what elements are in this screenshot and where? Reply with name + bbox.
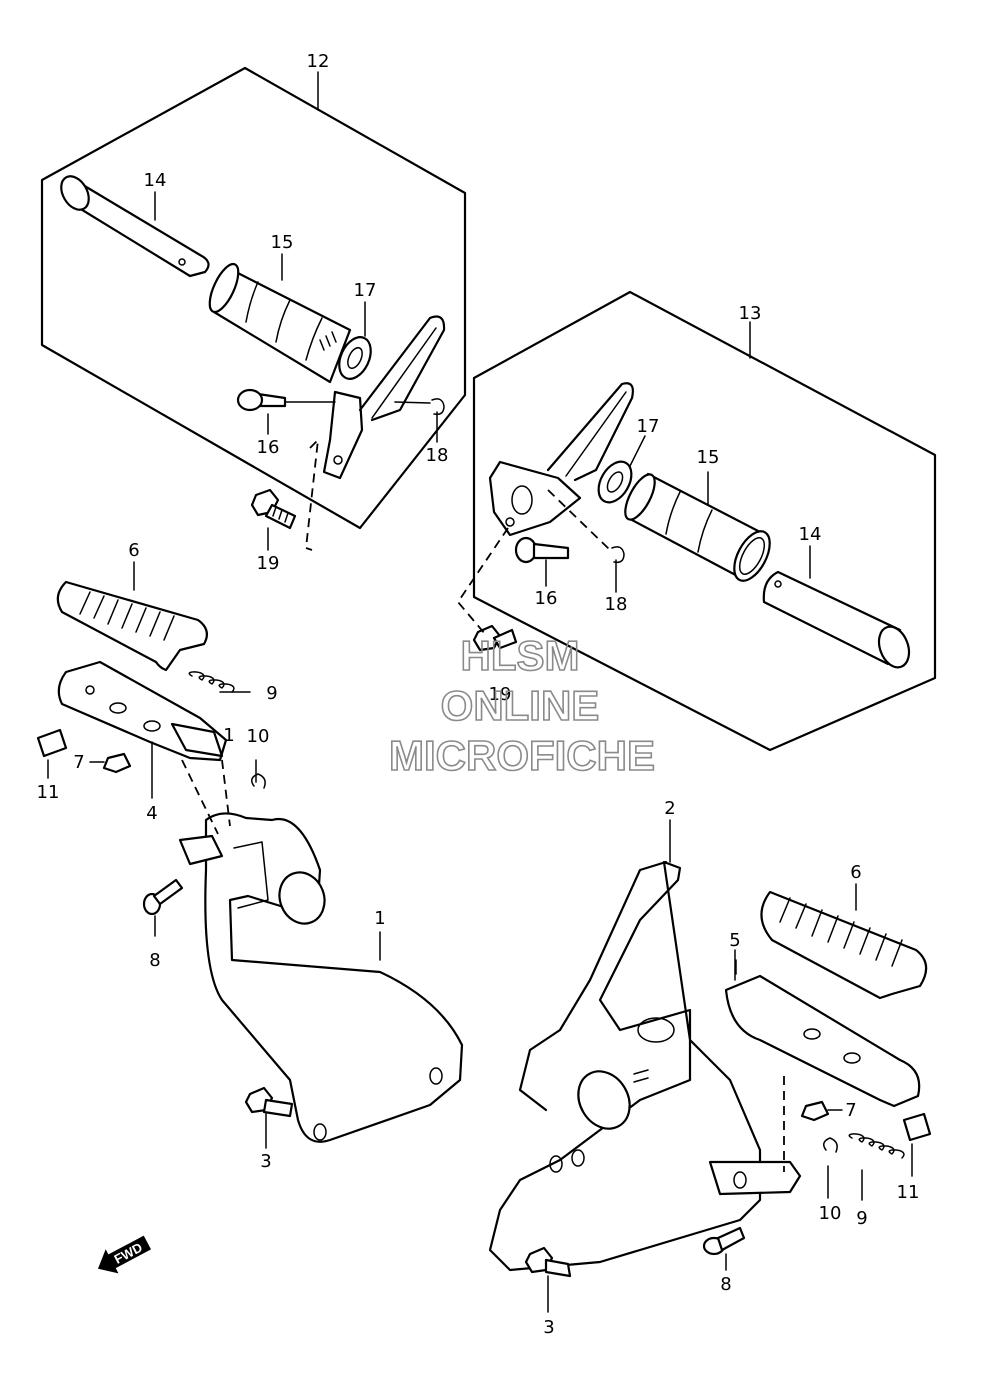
clip-18-upper [394,398,445,416]
callout-17: 17 [354,280,377,301]
assembly-13-box [472,290,937,752]
bolt-3-left [244,1086,294,1149]
callout-11: 11 [897,1182,920,1203]
pin-8-left [142,878,184,937]
callout-4: 4 [146,803,157,824]
callout-11: 11 [37,782,60,803]
footpeg-4-left [57,660,228,762]
spring-9-right [848,1133,905,1201]
forward-arrow-icon: FWD [98,1235,152,1274]
callout-1: 1 [223,725,234,746]
callout-14: 14 [144,170,167,191]
grip-rubber-15-lower [624,472,771,582]
clip-10-left [251,759,266,789]
pin-8-right [702,1226,746,1271]
watermark: HLSM ONLINE MICROFICHE [388,631,656,780]
callout-9: 9 [856,1208,867,1229]
callout-6: 6 [850,862,861,883]
washer-17-upper [338,336,372,380]
callout-18: 18 [605,594,628,615]
footrest-bracket-lower [488,382,634,537]
bolt-19-lower [456,527,518,652]
callout-16: 16 [257,437,280,458]
grip-rubber-15-upper [208,262,352,384]
callout-17: 17 [637,416,660,437]
spring-9-left [188,671,251,693]
callout-19: 19 [489,684,512,705]
callout-7: 7 [845,1100,856,1121]
callout-14: 14 [799,524,822,545]
callout-7: 7 [73,752,84,773]
footpeg-5-right [724,959,921,1172]
footrest-bracket-upper [322,315,446,480]
step-holder-2 [488,860,802,1272]
pin-16-upper [236,388,336,412]
assembly-12-box [40,66,467,530]
callout-13: 13 [739,303,762,324]
callout-labels: 12 14 15 17 16 18 19 13 17 15 14 16 18 1… [37,51,920,1338]
grip-pipe-14-lower [762,570,911,669]
callout-5: 5 [729,930,740,951]
bolt-19-upper [250,437,320,551]
clip-10-right [823,1137,838,1199]
callout-1: 1 [374,908,385,929]
nut-7-right [800,1100,843,1122]
callout-2: 2 [664,798,675,819]
nut-7-left [89,752,132,774]
callout-15: 15 [697,447,720,468]
step-holder-1 [178,759,464,1143]
footpeg-rubber-6-right [760,890,928,1000]
callout-18: 18 [426,445,449,466]
callout-8: 8 [149,950,160,971]
callout-19: 19 [257,553,280,574]
clip-18-lower [547,489,625,564]
pin-16-lower [514,536,570,564]
callout-9: 9 [266,683,277,704]
callout-3: 3 [260,1151,271,1172]
bolt-3-right [524,1246,572,1313]
watermark-line-2: ONLINE [441,682,600,729]
callout-10: 10 [247,726,270,747]
callout-3: 3 [543,1317,554,1338]
stopper-11-right [902,1112,932,1177]
callout-15: 15 [271,232,294,253]
forward-arrow-label: FWD [112,1240,145,1267]
callout-8: 8 [720,1274,731,1295]
washer-17-lower [597,460,633,504]
callout-12: 12 [307,51,330,72]
leader-lines [133,191,857,981]
grip-pipe-14-upper [60,175,210,278]
footpeg-rubber-6-left [56,580,209,672]
stopper-11-left [36,728,68,779]
callout-10: 10 [819,1203,842,1224]
watermark-line-1: HLSM [461,632,580,679]
callout-6: 6 [128,540,139,561]
watermark-line-3: MICROFICHE [389,732,655,779]
callout-16: 16 [535,588,558,609]
